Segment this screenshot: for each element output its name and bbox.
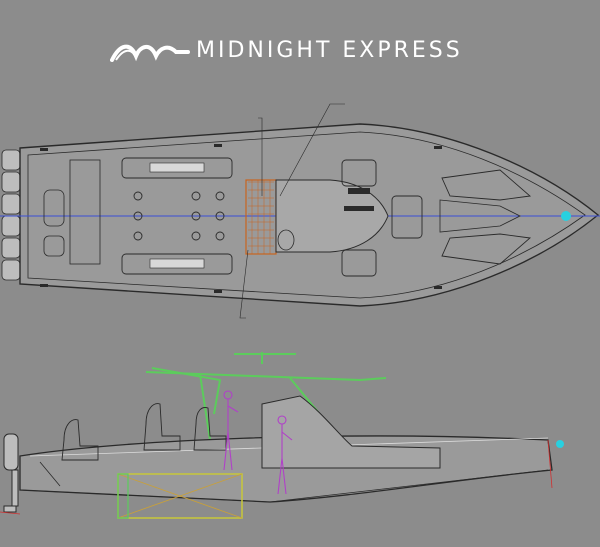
- cleats: [40, 144, 442, 293]
- bow-light-side: [556, 440, 564, 448]
- console-profile: [261, 395, 441, 469]
- outboard-motor-side: [3, 433, 19, 513]
- top-plan-view: [0, 103, 600, 319]
- bow-light: [561, 211, 571, 221]
- hardtop-frame: [145, 352, 387, 441]
- crew-figures: [223, 390, 293, 495]
- brand-header: MIDNIGHT EXPRESS: [110, 30, 463, 70]
- wave-m-logo-icon: [110, 44, 190, 62]
- side-profile-view: [0, 352, 564, 519]
- callout-leaders: [239, 103, 345, 319]
- outboard-engines: [1, 149, 21, 281]
- center-console: [275, 179, 389, 253]
- rod-holders: [133, 191, 225, 241]
- leaning-post-seat: [245, 179, 277, 255]
- brand-name: MIDNIGHT EXPRESS: [196, 37, 463, 63]
- helm-seats: [61, 403, 227, 461]
- fuel-tank: [117, 473, 243, 519]
